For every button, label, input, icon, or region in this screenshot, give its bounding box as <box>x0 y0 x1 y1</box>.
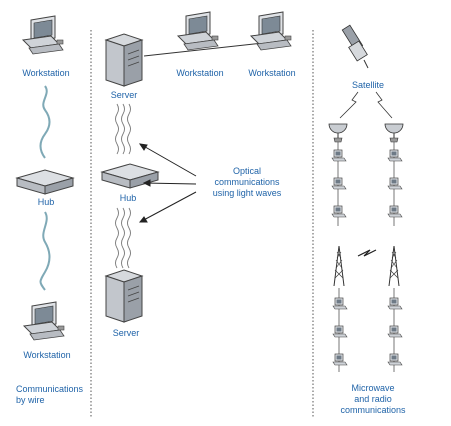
small-workstation-icon <box>387 297 403 310</box>
caption-wireless: Microwave and radio communications <box>340 383 406 415</box>
light-waves-upper <box>115 103 131 155</box>
microwave-signal-icon <box>357 249 377 257</box>
small-workstation-icon <box>387 177 403 190</box>
small-workstation-icon <box>387 325 403 338</box>
light-waves-lower <box>115 207 131 269</box>
dish-left-icon <box>328 123 348 143</box>
hub-left-icon <box>16 169 74 195</box>
small-workstation-icon <box>387 149 403 162</box>
small-workstation-icon <box>387 353 403 366</box>
dish-right-icon <box>384 123 404 143</box>
server-top-icon <box>105 33 143 87</box>
network-link-line <box>143 41 273 57</box>
caption-wired: Communications by wire <box>16 384 84 405</box>
wire-cable-lower <box>39 211 51 291</box>
workstation-mid-2-icon <box>250 11 292 51</box>
label-satellite: Satellite <box>351 80 385 90</box>
satellite-network-right <box>387 142 403 226</box>
satellite-icon <box>341 24 369 69</box>
annotation-optical: Optical communications using light waves <box>212 166 282 198</box>
small-workstation-icon <box>332 297 348 310</box>
label-workstation-mid-1: Workstation <box>176 68 224 78</box>
satellite-signals <box>339 91 393 119</box>
radio-tower-left-icon <box>333 245 345 287</box>
label-hub-left: Hub <box>37 197 55 207</box>
wire-cable-upper <box>39 85 51 159</box>
workstation-top-icon <box>22 15 64 55</box>
small-workstation-icon <box>331 205 347 218</box>
annotation-arrows <box>138 143 197 223</box>
label-server-bottom: Server <box>112 328 140 338</box>
small-workstation-icon <box>332 325 348 338</box>
microwave-network-left <box>332 288 348 372</box>
server-bottom-icon <box>105 269 143 323</box>
small-workstation-icon <box>331 177 347 190</box>
small-workstation-icon <box>331 149 347 162</box>
microwave-network-right <box>387 288 403 372</box>
workstation-mid-1-icon <box>177 11 219 51</box>
label-hub-optical: Hub <box>119 193 137 203</box>
workstation-bottom-icon <box>23 301 65 341</box>
label-server-top: Server <box>110 90 138 100</box>
label-workstation-mid-2: Workstation <box>248 68 296 78</box>
small-workstation-icon <box>332 353 348 366</box>
label-workstation-bottom: Workstation <box>23 350 71 360</box>
satellite-network-left <box>331 142 347 226</box>
small-workstation-icon <box>387 205 403 218</box>
label-workstation-top: Workstation <box>22 68 70 78</box>
radio-tower-right-icon <box>388 245 400 287</box>
